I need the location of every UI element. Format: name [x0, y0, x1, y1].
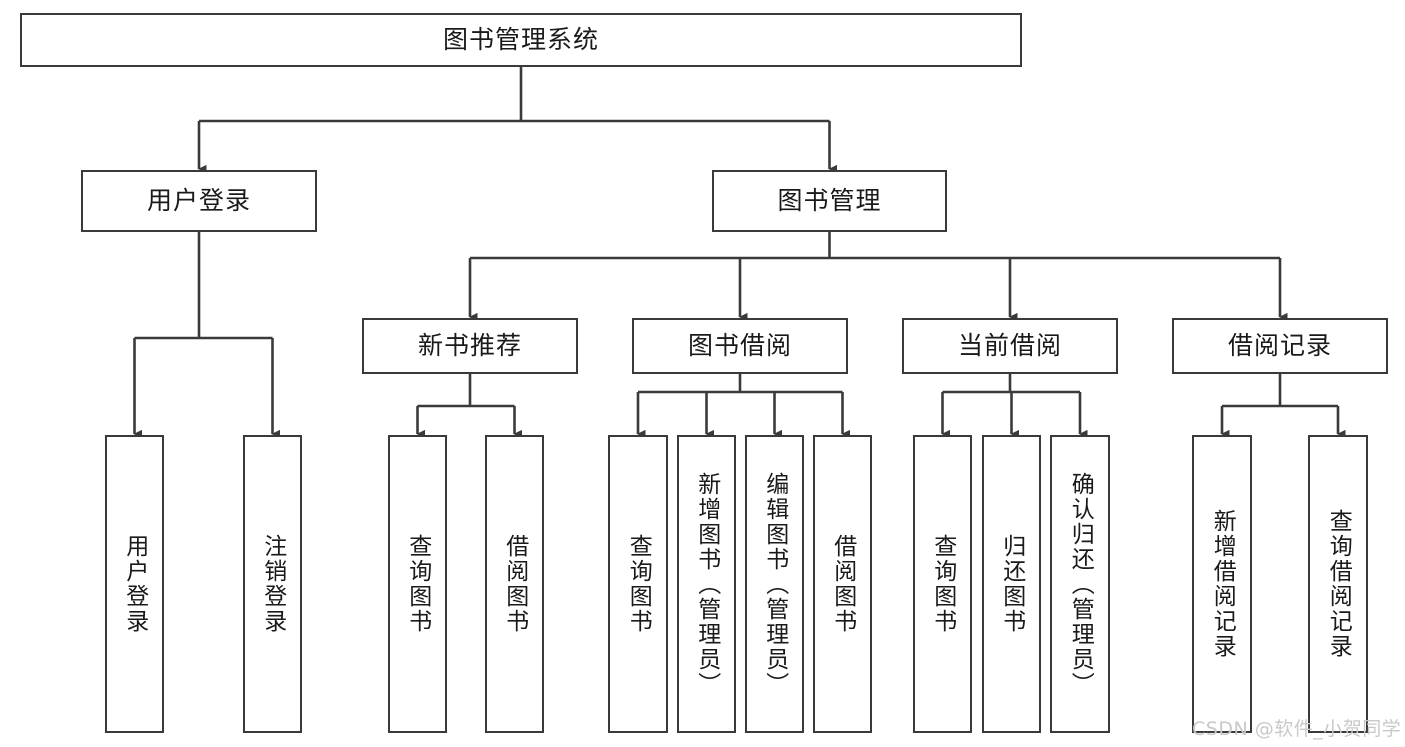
node-leaf-borrow-book[interactable]: 借阅图书 — [813, 435, 872, 733]
node-user-login[interactable]: 用户登录 — [81, 170, 317, 232]
node-label: 借阅图书 — [829, 534, 856, 634]
node-leaf-borrow-book-recommend[interactable]: 借阅图书 — [485, 435, 544, 733]
node-label: 借阅图书 — [501, 534, 528, 634]
node-label: 新书推荐 — [417, 331, 522, 361]
node-label: 查询图书 — [929, 534, 956, 634]
node-label: 图书管理 — [777, 186, 882, 216]
node-label: 查询借阅记录 — [1325, 509, 1352, 659]
node-current-borrow[interactable]: 当前借阅 — [902, 318, 1118, 374]
node-new-book-recommend[interactable]: 新书推荐 — [362, 318, 578, 374]
node-label: 当前借阅 — [957, 331, 1062, 361]
node-label: 借阅记录 — [1227, 331, 1332, 361]
node-label: 归还图书 — [998, 534, 1025, 634]
node-label: 图书借阅 — [687, 331, 792, 361]
node-label: 新增借阅记录 — [1209, 509, 1236, 659]
node-borrow-record[interactable]: 借阅记录 — [1172, 318, 1388, 374]
node-leaf-query-book-recommend[interactable]: 查询图书 — [388, 435, 447, 733]
node-label: 确认归还（管理员） — [1067, 471, 1094, 697]
node-label: 用户登录 — [146, 186, 251, 216]
node-book-management[interactable]: 图书管理 — [712, 170, 947, 232]
node-leaf-confirm-return-admin[interactable]: 确认归还（管理员） — [1050, 435, 1110, 733]
watermark-label: CSDN @软件_小贺同学 — [1192, 718, 1402, 740]
node-label: 查询图书 — [404, 534, 431, 634]
node-leaf-add-borrow-record[interactable]: 新增借阅记录 — [1192, 435, 1252, 733]
node-label: 查询图书 — [625, 534, 652, 634]
node-leaf-add-book-admin[interactable]: 新增图书（管理员） — [677, 435, 736, 733]
node-leaf-query-book-borrow[interactable]: 查询图书 — [608, 435, 668, 733]
node-leaf-query-borrow-record[interactable]: 查询借阅记录 — [1308, 435, 1368, 733]
node-label: 新增图书（管理员） — [693, 471, 720, 697]
node-leaf-user-login[interactable]: 用户登录 — [105, 435, 164, 733]
node-book-borrow[interactable]: 图书借阅 — [632, 318, 848, 374]
node-leaf-edit-book-admin[interactable]: 编辑图书（管理员） — [745, 435, 804, 733]
node-label: 图书管理系统 — [442, 25, 599, 55]
node-leaf-logout[interactable]: 注销登录 — [243, 435, 302, 733]
node-label: 用户登录 — [121, 534, 148, 634]
node-root[interactable]: 图书管理系统 — [20, 13, 1022, 67]
node-label: 注销登录 — [259, 534, 286, 634]
node-leaf-return-book[interactable]: 归还图书 — [982, 435, 1041, 733]
node-label: 编辑图书（管理员） — [761, 471, 788, 697]
node-leaf-query-book-current[interactable]: 查询图书 — [913, 435, 972, 733]
